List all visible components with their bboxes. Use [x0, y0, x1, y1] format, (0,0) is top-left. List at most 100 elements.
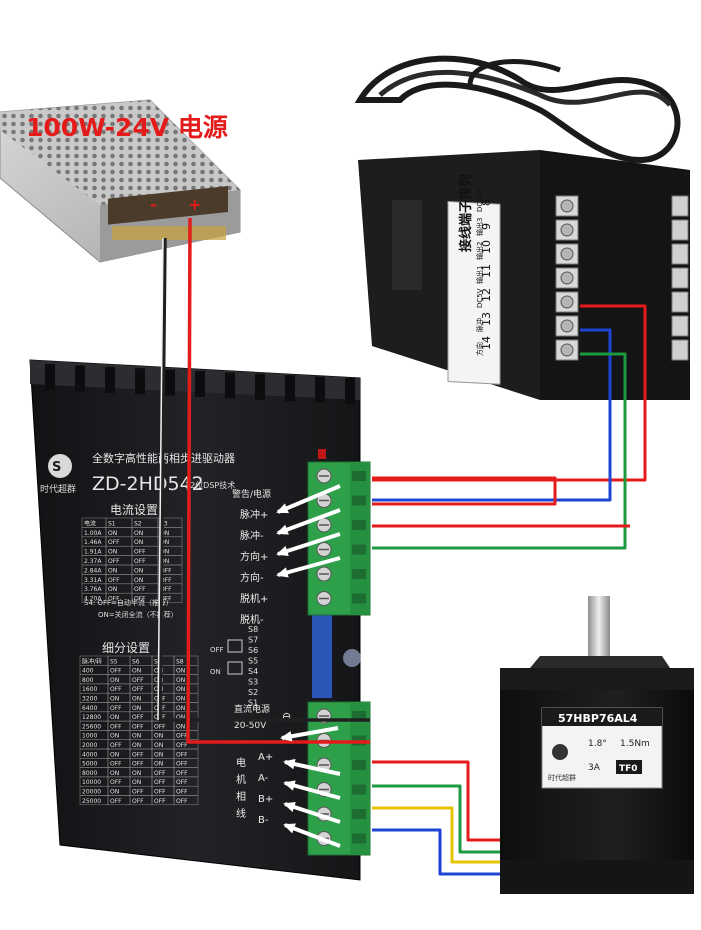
- motor-current: 3A: [588, 763, 601, 773]
- motor-model: 57HBP76AL4: [558, 712, 638, 725]
- current-setting-title: 电流设置: [110, 503, 158, 517]
- microstep-cell: ON: [154, 733, 163, 740]
- microstep-cell: OFF: [154, 723, 166, 730]
- microstep-cell: ON: [176, 705, 185, 712]
- microstep-cell: OFF: [110, 723, 122, 730]
- psu-terminal-plus: +: [188, 195, 201, 214]
- current-cell: 1.46A: [84, 539, 102, 546]
- microstep-cell: 400: [82, 668, 94, 675]
- microstep-cell: ON: [132, 705, 141, 712]
- controller-pin-label: 脉冲: [475, 318, 484, 332]
- table-header: 脉冲/转: [82, 657, 102, 665]
- microstep-cell: ON: [132, 668, 141, 675]
- microstep-cell: OFF: [132, 677, 144, 684]
- microstep-cell: 2000: [82, 742, 97, 749]
- current-cell: 3.76A: [84, 586, 102, 593]
- arrow: [284, 823, 341, 848]
- controller-pin-number: 14: [480, 336, 493, 350]
- microstep-cell: 8000: [82, 770, 97, 777]
- current-cell: 3.31A: [84, 577, 102, 584]
- signal-label: 方向-: [240, 571, 264, 584]
- microstep-cell: 5000: [82, 761, 97, 768]
- driver-model: ZD-2HD542: [92, 473, 204, 495]
- current-cell: ON: [108, 530, 117, 537]
- wire: [372, 806, 500, 864]
- microstep-cell: ON: [154, 761, 163, 768]
- arrow: [277, 532, 341, 556]
- microstep-cell: OFF: [132, 751, 144, 758]
- wire: [157, 237, 164, 721]
- current-cell: 2.84A: [84, 567, 102, 574]
- microstep-cell: OFF: [176, 733, 188, 740]
- table-header: S2: [134, 520, 142, 527]
- wires: [157, 217, 647, 876]
- table-header: S5: [110, 658, 118, 665]
- microstep-cell: 25600: [82, 723, 101, 730]
- stepper-motor: 57HBP76AL4 时代超群 1.8° 1.5Nm 3A TF0: [500, 596, 694, 894]
- microstep-cell: 3200: [82, 696, 97, 703]
- table-header: S1: [108, 520, 116, 527]
- wire: [158, 237, 370, 722]
- microstep-cell: ON: [176, 714, 185, 721]
- current-cell: ON: [160, 549, 169, 556]
- microstep-cell: OFF: [176, 779, 188, 786]
- wire: [372, 828, 500, 876]
- microstep-cell: OFF: [110, 668, 122, 675]
- controller-pin-label: 输出2: [475, 242, 484, 260]
- microstep-cell: 6400: [82, 705, 97, 712]
- motor-terminal-labels: A+A-B+B-: [258, 752, 273, 826]
- dc-power-label: 直流电源: [234, 703, 270, 715]
- current-cell: OFF: [160, 567, 172, 574]
- motor-terminal-label: B-: [258, 815, 269, 826]
- microstep-cell: ON: [176, 668, 185, 675]
- arrow: [277, 484, 341, 514]
- current-cell: ON: [134, 577, 143, 584]
- alarm-led: [318, 449, 326, 459]
- current-cell: ON: [134, 567, 143, 574]
- current-cell: OFF: [134, 586, 146, 593]
- microstep-cell: OFF: [110, 686, 122, 693]
- microstep-cell: ON: [110, 733, 119, 740]
- controller: 接线端子排列 891011121314DC24V输出3输出2输出1DC5V脉冲方…: [354, 55, 690, 400]
- motor-group-char: 电: [236, 756, 246, 769]
- current-cell: 1.91A: [84, 549, 102, 556]
- driver-logo-icon: [48, 454, 72, 478]
- motor-badge: TF0: [619, 764, 638, 774]
- microstep-cell: 20000: [82, 789, 101, 796]
- alarm-power-label: 警告/电源: [232, 488, 271, 500]
- current-cell: ON: [108, 549, 117, 556]
- microstep-cell: 1000: [82, 733, 97, 740]
- controller-pin-number: 11: [480, 264, 493, 278]
- microstep-cell: ON: [110, 677, 119, 684]
- dip-label: S8: [248, 625, 258, 634]
- power-supply: - +: [0, 99, 241, 263]
- power-motor-terminal-block: [307, 701, 371, 856]
- microstep-cell: ON: [154, 742, 163, 749]
- signal-labels: 脉冲+脉冲-方向+方向-脱机+脱机-: [240, 508, 268, 626]
- driver-brand: 时代超群: [40, 483, 76, 495]
- dip-label: S6: [248, 646, 258, 655]
- dip-label: S5: [248, 657, 258, 666]
- current-cell: 2.37A: [84, 558, 102, 565]
- stepper-driver: S 时代超群 全数字高性能两相步进驱动器 ZD-2HD542 32位DSP技术 …: [29, 359, 371, 881]
- current-cell: ON: [160, 539, 169, 546]
- microstep-cell: ON: [132, 770, 141, 777]
- svg-text:S: S: [52, 460, 61, 475]
- microstep-cell: OFF: [176, 742, 188, 749]
- controller-pin-number: 13: [480, 312, 493, 326]
- wire: [372, 760, 500, 842]
- current-cell: ON: [160, 530, 169, 537]
- current-cell: ON: [134, 530, 143, 537]
- microstep-cell: ON: [132, 733, 141, 740]
- microstep-cell: OFF: [154, 789, 166, 796]
- microstep-cell: OFF: [132, 798, 144, 805]
- microstep-cell: ON: [132, 742, 141, 749]
- dip-label: S2: [248, 688, 258, 697]
- motor-terminal-label: A+: [258, 752, 273, 763]
- microstep-cell: OFF: [110, 705, 122, 712]
- controller-pin-label: DC5V: [476, 288, 484, 308]
